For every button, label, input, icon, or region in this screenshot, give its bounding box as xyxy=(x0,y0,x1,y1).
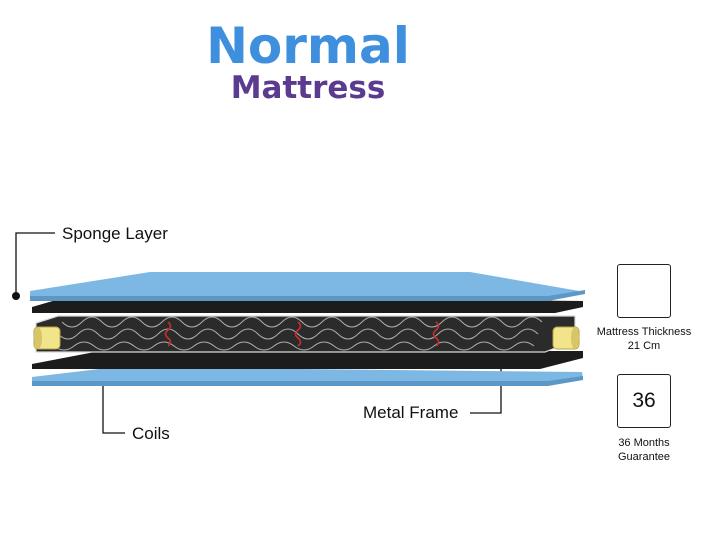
guarantee-badge: 36 xyxy=(617,374,671,428)
red-coils xyxy=(164,321,440,347)
coils-label: Coils xyxy=(132,424,170,443)
sponge-leader-dot xyxy=(12,292,20,300)
bottom-dark-layer xyxy=(32,351,583,369)
guarantee-number: 36 xyxy=(632,389,656,412)
right-edge-bead xyxy=(552,326,580,350)
guarantee-caption-line2: Guarantee xyxy=(618,451,670,463)
thickness-caption: Mattress Thickness 21 Cm xyxy=(584,325,704,353)
thickness-caption-line1: Mattress Thickness xyxy=(596,326,692,338)
sponge-layer-label: Sponge Layer xyxy=(62,224,168,243)
guarantee-caption: 36 Months Guarantee xyxy=(584,436,704,464)
guarantee-caption-line1: 36 Months xyxy=(618,437,670,449)
coil-pattern xyxy=(53,316,543,351)
bottom-foam-layer xyxy=(32,367,583,383)
sponge-leader-line xyxy=(15,232,55,295)
thickness-badge xyxy=(617,264,671,318)
title-normal: Normal xyxy=(206,17,410,75)
title-mattress: Mattress xyxy=(230,70,386,106)
metal-frame-label: Metal Frame xyxy=(363,403,459,422)
thickness-caption-line2: 21 Cm xyxy=(627,340,661,352)
top-foam-layer xyxy=(30,272,585,298)
left-edge-bead xyxy=(33,326,61,350)
